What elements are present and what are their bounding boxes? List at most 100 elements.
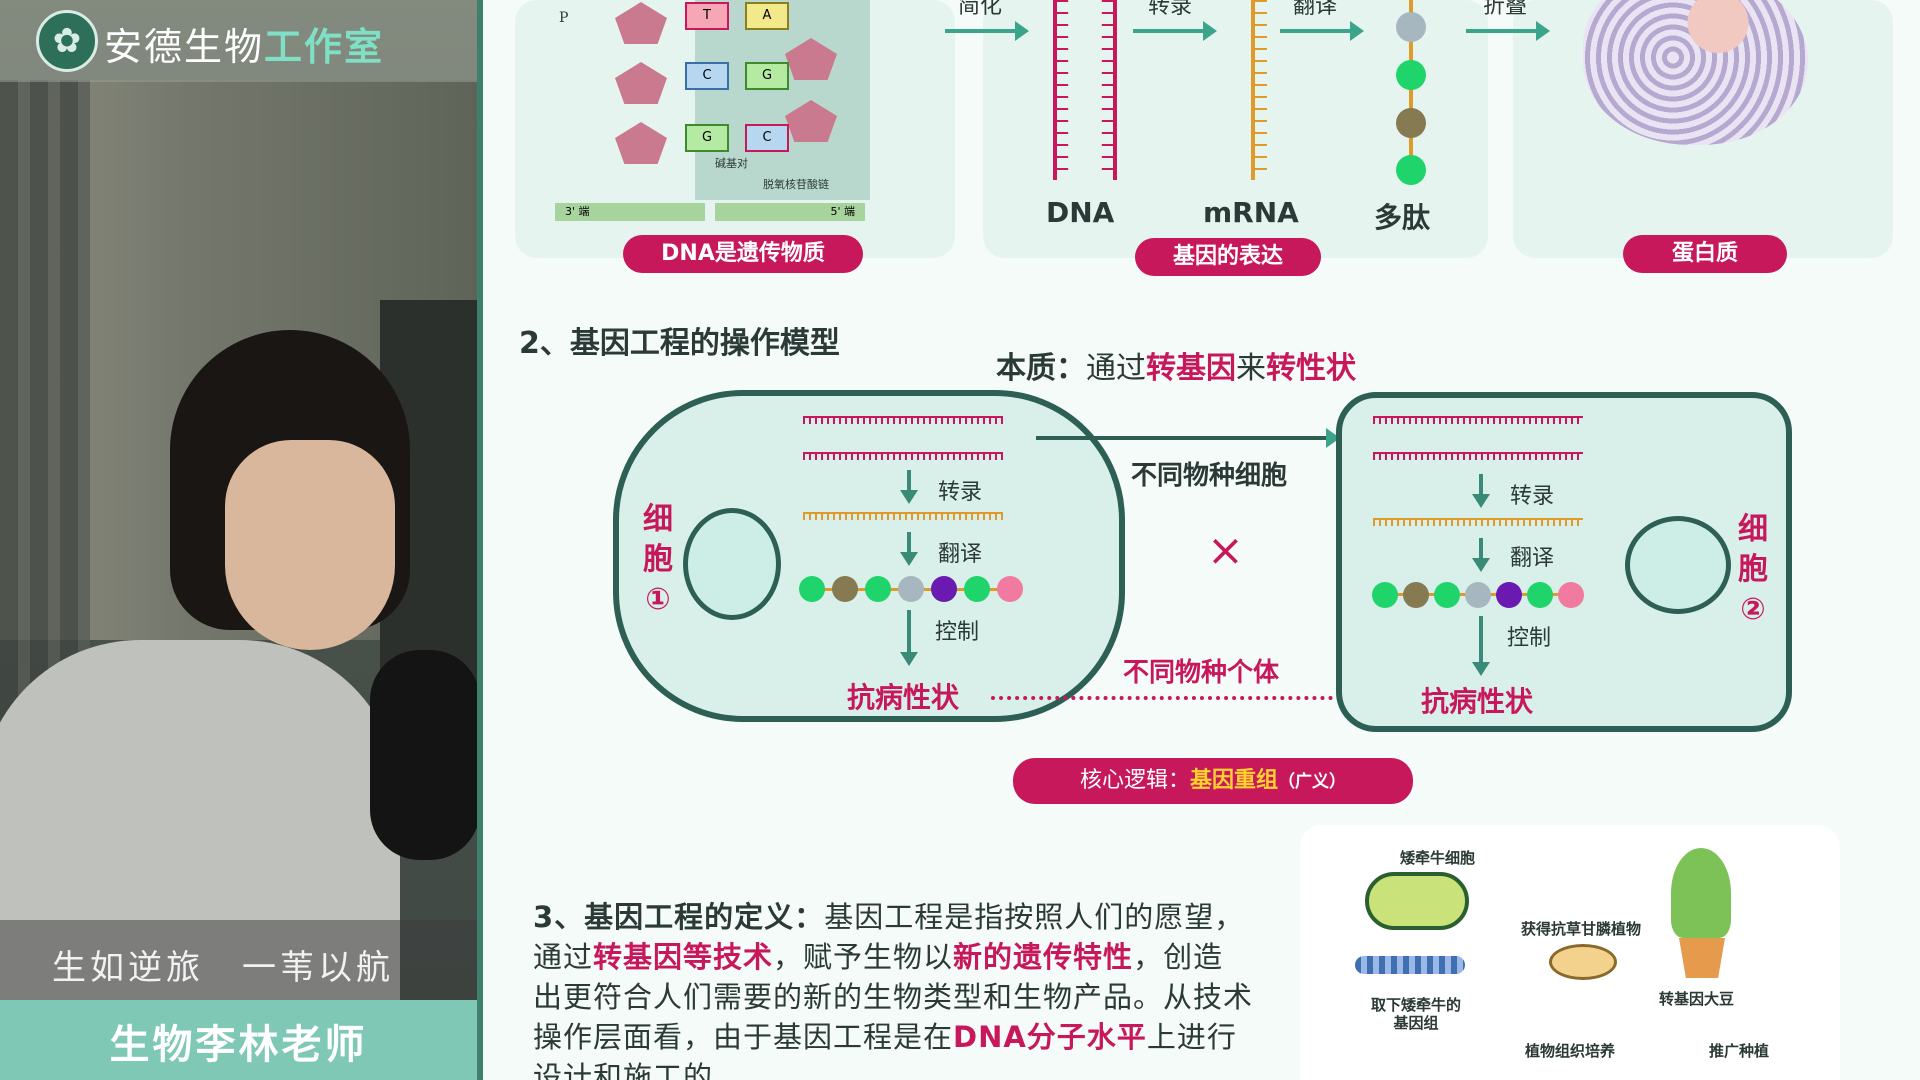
cell-right-label: 细胞② — [1738, 512, 1768, 627]
base-c-2: C — [745, 124, 789, 152]
motto-text: 生如逆旅 一苇以航 — [52, 948, 394, 988]
cell-right-bead-3 — [1434, 582, 1460, 608]
cell-left-bead-1 — [799, 576, 825, 602]
cell-right-mrna — [1373, 518, 1583, 526]
def-text-2: ，赋予生物以 — [773, 940, 954, 974]
panel-divider — [477, 0, 483, 1080]
cell-right-bead-1 — [1372, 582, 1398, 608]
cell-right-bead-5 — [1496, 582, 1522, 608]
cross-icon: × — [1207, 525, 1244, 576]
base-pair-caption: 碱基对 — [715, 157, 748, 170]
cell-left-bead-5 — [931, 576, 957, 602]
base-t: T — [685, 2, 729, 30]
cell-left-arrow-control — [900, 610, 918, 666]
cell-left-bead-4 — [898, 576, 924, 602]
chain-caption: 脱氧核苷酸链 — [763, 178, 829, 191]
illus-soybean-label: 转基因大豆 — [1659, 990, 1735, 1008]
cell-left-translate: 翻译 — [938, 542, 983, 567]
base-a: A — [745, 2, 789, 30]
cell-right-dna-top — [1373, 416, 1583, 424]
webcam-feed — [0, 0, 477, 1080]
petri-dish-icon — [1549, 944, 1617, 980]
def-key-1: 转基因等技术 — [593, 940, 774, 974]
essence-key-transgene: 转基因 — [1146, 351, 1236, 386]
cell-left-bead-3 — [865, 576, 891, 602]
peptide-backbone — [1409, 0, 1413, 180]
step-simplify: 简化 — [958, 0, 1003, 19]
base-g: G — [745, 62, 789, 90]
end-3-bar: 3' 端 — [555, 203, 705, 221]
core-logic-label: 核心逻辑： — [1079, 768, 1190, 793]
between-species-cells: 不同物种细胞 — [1131, 461, 1288, 491]
amino-acid-2 — [1396, 60, 1426, 90]
sugar-shape-2 — [615, 62, 667, 104]
cell-left-dna-top — [803, 416, 1003, 424]
label-polypeptide: 多肽 — [1374, 201, 1431, 234]
step-transcribe: 转录 — [1148, 0, 1193, 19]
cell-left-bead-7 — [997, 576, 1023, 602]
cell-right-bead-2 — [1403, 582, 1429, 608]
def-text-1: 基因工程是指按照人们的愿望，通过 — [533, 900, 1245, 974]
bacteria-icon — [1365, 872, 1469, 930]
essence-mid: 来 — [1236, 351, 1266, 386]
arrow-translate — [1280, 21, 1364, 41]
amino-acid-3 — [1396, 108, 1426, 138]
base-g-2: G — [685, 124, 729, 152]
base-c: C — [685, 62, 729, 90]
illus-bacteria-label: 矮牵牛细胞 — [1400, 849, 1476, 867]
label-mrna: mRNA — [1203, 196, 1299, 229]
illus-promote-label: 推广种植 — [1709, 1042, 1770, 1060]
dna-structure-card: P T A C G G C 碱基对 脱氧核苷酸链 3' 端 5' 端 — [515, 0, 955, 258]
motto-bar — [0, 920, 477, 1002]
cell-right-arrow-control — [1472, 616, 1490, 676]
phosphate-icon: P — [559, 10, 569, 26]
def-key-3: DNA分子水平 — [953, 1020, 1147, 1054]
arrow-transcribe — [1133, 21, 1217, 41]
arrow-simplify — [945, 21, 1029, 41]
section3-title: 3、基因工程的定义： — [533, 900, 825, 934]
essence-pre: 通过 — [1086, 351, 1146, 386]
between-species-individuals: 不同物种个体 — [1123, 658, 1280, 688]
def-text-3: ，创造出更符合人们需要的新的生物类型和生物产品。从技术操作层面看，由于基因工程是… — [533, 940, 1254, 1054]
dna-strand-left — [1053, 0, 1057, 180]
teacher-name: 生物李林老师 — [109, 1022, 368, 1068]
cell-left-dna-bottom — [803, 452, 1003, 460]
protein-pill: 蛋白质 — [1623, 235, 1787, 273]
step-translate: 翻译 — [1293, 0, 1338, 19]
sugar-shape-1 — [615, 2, 667, 44]
core-logic-pill: 核心逻辑：基因重组（广义） — [1013, 758, 1413, 804]
studio-logo-icon: ✿ — [36, 10, 98, 72]
cell-right-translate: 翻译 — [1510, 546, 1555, 571]
label-dna: DNA — [1046, 196, 1115, 229]
teacher-bar — [0, 1000, 477, 1080]
amino-acid-4 — [1396, 155, 1426, 185]
amino-acid-1 — [1396, 12, 1426, 42]
gene-expression-pill: 基因的表达 — [1135, 238, 1321, 276]
studio-name: 安德生物工作室 — [104, 24, 385, 69]
cell-right-transcribe: 转录 — [1510, 484, 1555, 509]
section2-title: 2、基因工程的操作模型 — [519, 326, 840, 361]
cell-right-trait: 抗病性状 — [1421, 685, 1534, 718]
gene-helix-icon — [1355, 956, 1465, 974]
cell-left-arrow-transcribe — [900, 470, 918, 504]
cell-right-arrow-transcribe — [1472, 474, 1490, 508]
essence-key-trait: 转性状 — [1266, 351, 1356, 386]
dna-strand-right — [1113, 0, 1117, 180]
cell-right-dna-bottom — [1373, 452, 1583, 460]
illus-plant-got-label: 获得抗草甘膦植物 — [1521, 920, 1642, 938]
cell-right-bead-7 — [1558, 582, 1584, 608]
cell-left-trait: 抗病性状 — [847, 681, 960, 714]
sugar-shape-3 — [615, 122, 667, 164]
essence-line: 本质：通过转基因来转性状 — [996, 343, 1356, 387]
cell-left-arrow-translate — [900, 532, 918, 566]
soybean-plant-icon — [1671, 848, 1731, 938]
cell-right-nucleus — [1625, 516, 1731, 614]
step-fold: 折叠 — [1483, 0, 1528, 19]
cell-left-label: 细胞① — [643, 502, 673, 617]
illus-culture-label: 植物组织培养 — [1525, 1042, 1616, 1060]
dotted-trait-arrow — [991, 696, 1341, 700]
cell-right-bead-4 — [1465, 582, 1491, 608]
cell-left-transcribe: 转录 — [938, 480, 983, 505]
cell-left-control: 控制 — [935, 620, 980, 645]
dna-genetic-material-pill: DNA是遗传物质 — [623, 235, 863, 273]
